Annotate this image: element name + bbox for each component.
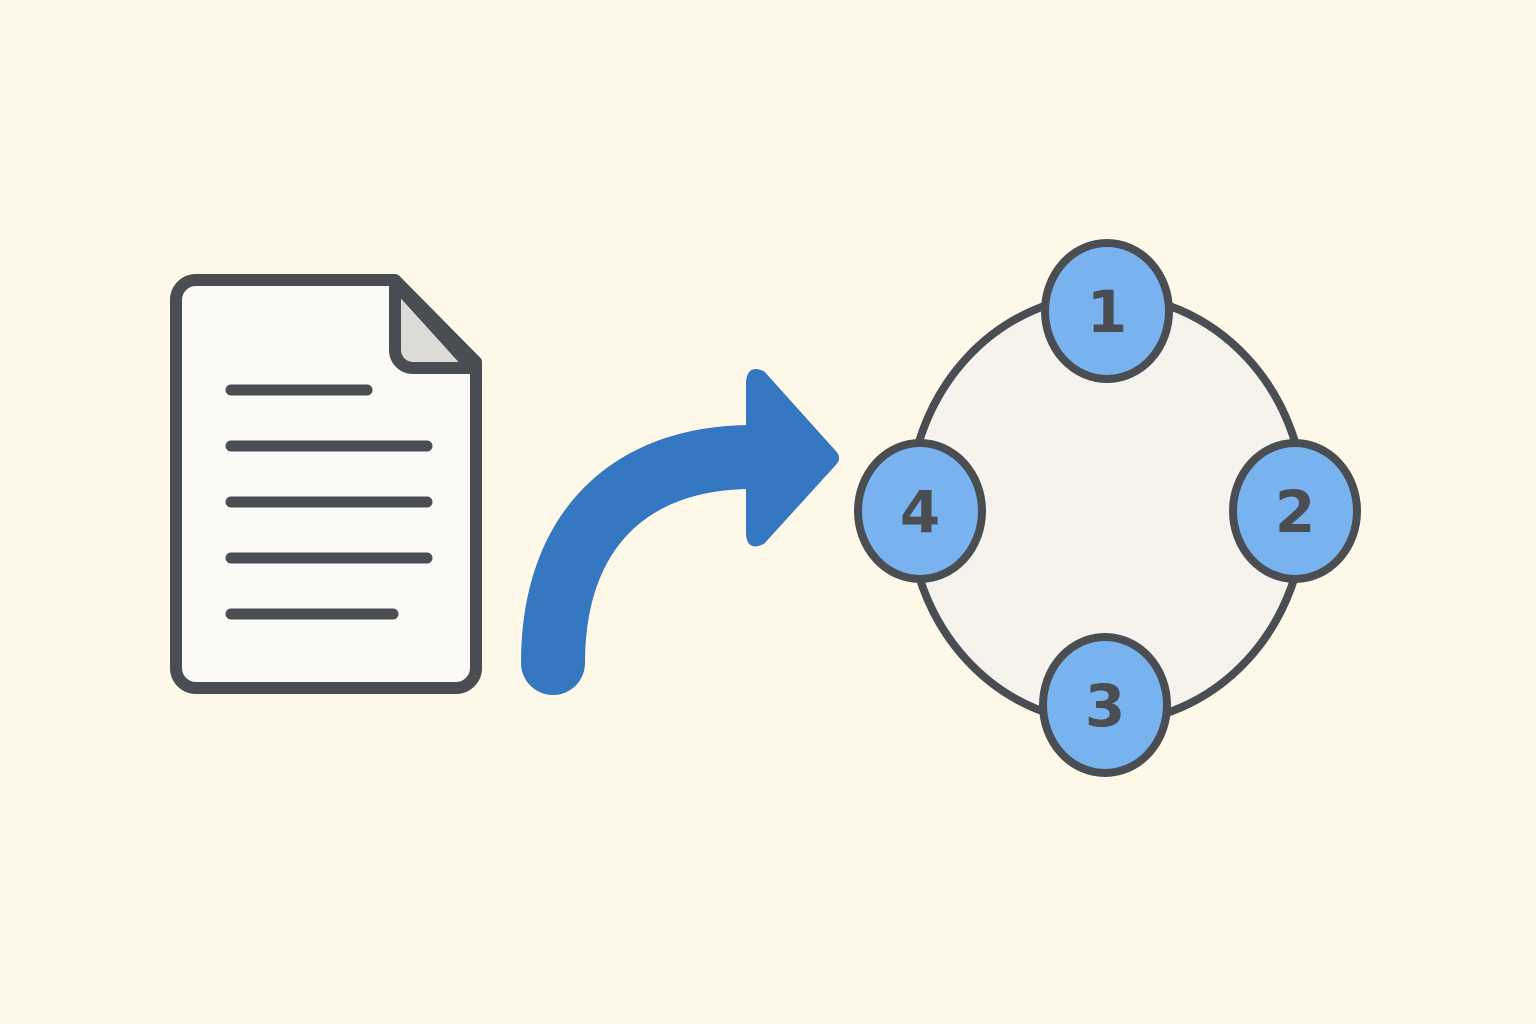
step-number: 3	[1085, 672, 1125, 740]
cycle-icon: 1 2 3 4	[854, 239, 1361, 777]
document-icon	[170, 274, 482, 694]
document-fold-corner	[389, 277, 478, 374]
step-node	[854, 439, 986, 583]
cycle-step-4: 4	[854, 439, 986, 583]
step-node	[1039, 633, 1171, 777]
cycle-step-2: 2	[1229, 439, 1361, 583]
curved-arrow-icon	[521, 369, 839, 695]
arrow-shaft	[521, 425, 784, 695]
document-text-lines	[225, 384, 433, 620]
step-number: 1	[1087, 278, 1127, 346]
step-node	[1041, 239, 1173, 383]
cycle-step-3: 3	[1039, 633, 1171, 777]
document-page	[170, 274, 482, 694]
cycle-step-1: 1	[1041, 239, 1173, 383]
step-number: 4	[900, 478, 940, 546]
step-node	[1229, 439, 1361, 583]
arrow-head	[746, 369, 839, 547]
step-number: 2	[1275, 478, 1315, 546]
